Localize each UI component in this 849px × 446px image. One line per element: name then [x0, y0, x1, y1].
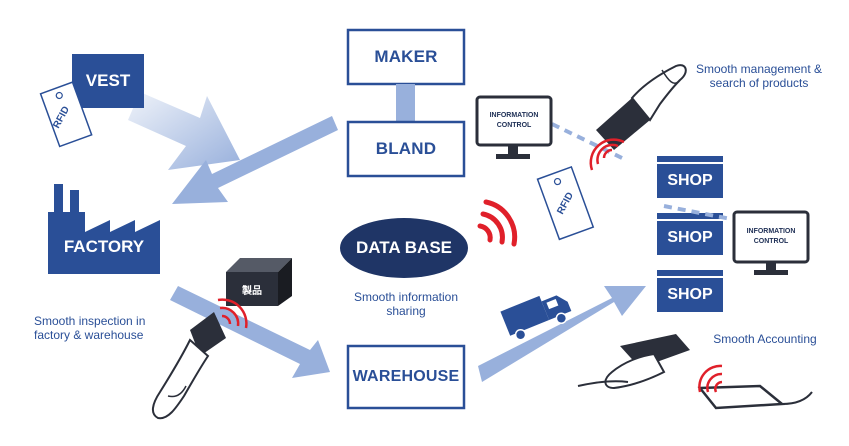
vest-arrow — [128, 92, 240, 170]
product-box — [226, 258, 292, 306]
vest-block — [72, 54, 144, 108]
database-ellipse — [340, 218, 468, 278]
bland-label: BLAND — [375, 139, 437, 158]
product-box-label: 製品 — [242, 286, 262, 297]
signal-waves-accounting — [698, 364, 723, 393]
signal-waves-top-scanner — [589, 138, 625, 171]
hand-scanner-top — [596, 64, 687, 150]
caption-management: Smooth management & search of products — [695, 62, 823, 90]
monitor-top-label: INFORMATION CONTROL — [489, 112, 539, 129]
shop-label-1: SHOP — [667, 171, 713, 189]
caption-sharing: Smooth information sharing — [353, 290, 459, 318]
shop-label-3: SHOP — [667, 285, 713, 303]
factory-label: FACTORY — [63, 237, 145, 256]
factory-warehouse-arrow — [170, 286, 330, 378]
bland-factory-arrow — [172, 116, 338, 204]
monitor-top — [475, 95, 553, 159]
card-reader-pad — [697, 384, 813, 410]
warehouse-box — [346, 344, 466, 410]
factory-building — [48, 184, 160, 274]
signal-waves-database — [477, 199, 518, 247]
vest-label: VEST — [85, 71, 131, 90]
monitor-right-label: INFORMATION CONTROL — [746, 228, 796, 245]
monitor-link-right — [663, 204, 737, 222]
accounting-scanner — [577, 334, 690, 390]
warehouse-label: WAREHOUSE — [352, 368, 460, 385]
monitor-right — [732, 210, 810, 275]
truck-icon — [500, 295, 572, 341]
vest-rfid-tag — [39, 81, 93, 148]
shop-label-2: SHOP — [667, 228, 713, 246]
signal-waves-bottom-scanner — [217, 298, 248, 329]
maker-box — [346, 28, 466, 86]
middle-rfid-tag — [536, 165, 595, 241]
hand-scanner-bottom — [152, 312, 226, 420]
maker-label: MAKER — [374, 47, 438, 66]
maker-bland-connector — [396, 84, 415, 122]
caption-accounting: Smooth Accounting — [713, 332, 817, 346]
bland-box — [346, 120, 466, 178]
warehouse-shop-arrow — [478, 286, 646, 382]
caption-inspection: Smooth inspection in factory & warehouse — [34, 314, 146, 342]
database-label: DATA BASE — [355, 238, 452, 257]
